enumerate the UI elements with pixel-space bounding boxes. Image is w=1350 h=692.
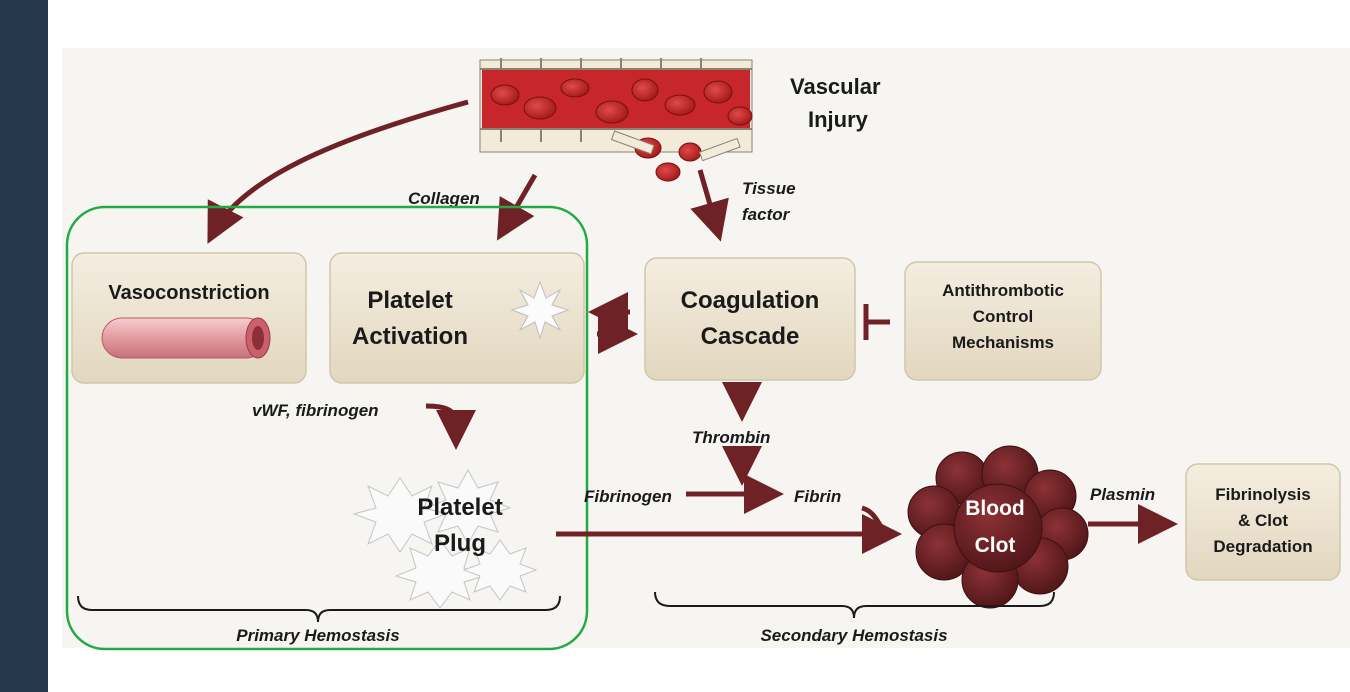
primary-hemostasis-label: Primary Hemostasis <box>236 626 399 645</box>
fibrinolysis-label-line3: Degradation <box>1213 537 1312 556</box>
fibrinolysis-box: Fibrinolysis & Clot Degradation <box>1185 463 1341 581</box>
arrow-to-vasoconstriction <box>207 99 469 244</box>
vascular-injury-title-line2: Injury <box>808 107 869 132</box>
vascular-injury-title-line1: Vascular <box>790 74 881 99</box>
platelet-plug-label-line1: Platelet <box>417 494 502 521</box>
blood-clot-label-line1: Blood <box>965 497 1024 520</box>
coagulation-cascade-box: Coagulation Cascade <box>644 257 856 381</box>
arrow-collagen <box>496 173 538 241</box>
thrombin-arrows <box>556 382 902 554</box>
platelet-activation-label-line2: Activation <box>352 323 468 350</box>
label-tissue-factor-line1: Tissue <box>742 179 796 198</box>
label-fibrinogen: Fibrinogen <box>584 487 672 506</box>
primary-hemostasis-highlight <box>65 205 589 651</box>
label-tissue-factor-line2: factor <box>742 205 791 224</box>
vasoconstriction-box: Vasoconstriction <box>71 252 307 384</box>
antithrombotic-label-line1: Antithrombotic <box>942 281 1064 300</box>
label-plasmin: Plasmin <box>1090 485 1155 504</box>
coagulation-cascade-label-line2: Cascade <box>701 323 800 350</box>
activated-platelet-icon <box>510 280 570 340</box>
vwf-arrow <box>425 403 476 450</box>
label-thrombin: Thrombin <box>692 428 770 447</box>
coagulation-cascade-label-line1: Coagulation <box>681 287 820 314</box>
label-vwf-fibrinogen: vWF, fibrinogen <box>252 401 379 420</box>
inhibition-arrow <box>863 304 890 340</box>
vessel-tube-icon <box>101 317 267 359</box>
platelet-activation-label-line1: Platelet <box>367 287 452 314</box>
secondary-hemostasis-bracket <box>654 591 1055 619</box>
vasoconstriction-label: Vasoconstriction <box>108 282 269 304</box>
antithrombotic-label-line3: Mechanisms <box>952 333 1054 352</box>
label-fibrin: Fibrin <box>794 487 841 506</box>
injury-arrows <box>207 99 729 244</box>
sidebar-strip <box>0 0 48 692</box>
platelet-plug-label-line2: Plug <box>434 530 486 557</box>
antithrombotic-box: Antithrombotic Control Mechanisms <box>904 261 1102 381</box>
platelet-plug-illustration: Platelet Plug <box>352 468 538 609</box>
antithrombotic-label-line2: Control <box>973 307 1033 326</box>
injured-vessel-illustration <box>479 58 753 182</box>
fibrin-join-curve <box>861 505 890 537</box>
blood-clot-illustration: Blood Clot <box>907 445 1089 609</box>
feedback-arrows <box>588 292 638 354</box>
secondary-hemostasis-label: Secondary Hemostasis <box>760 626 947 645</box>
label-collagen: Collagen <box>408 189 480 208</box>
platelet-activation-box: Platelet Activation <box>329 252 585 384</box>
primary-hemostasis-bracket <box>77 595 561 623</box>
arrow-tissue-factor <box>690 169 729 242</box>
fibrinolysis-label-line1: Fibrinolysis <box>1215 485 1310 504</box>
fibrinolysis-label-line2: & Clot <box>1238 511 1288 530</box>
blood-clot-label-line2: Clot <box>975 534 1016 557</box>
